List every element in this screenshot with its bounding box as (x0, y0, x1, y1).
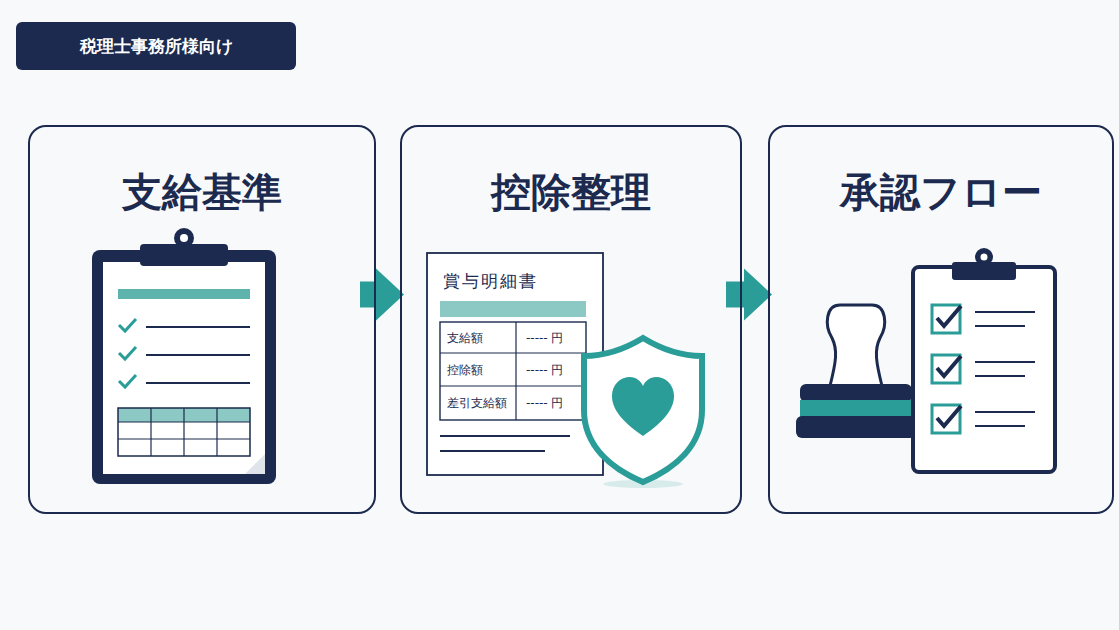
badge-text: 税理士事務所様向け (80, 35, 233, 58)
step-panel: 支給基準 (28, 125, 376, 514)
flow-arrow (726, 269, 772, 321)
panel-heading: 控除整理 (402, 165, 740, 220)
shield-icon (584, 338, 702, 488)
table-cell: ----- 円 (526, 362, 563, 379)
flow-arrow (360, 269, 404, 321)
table-cell: 控除額 (447, 362, 483, 379)
statement-document (427, 253, 603, 475)
table-cell: ----- 円 (526, 330, 563, 347)
audience-badge: 税理士事務所様向け (16, 22, 296, 70)
step-panel: 控除整理 (400, 125, 742, 514)
clipboard-icon (92, 228, 276, 484)
panel-heading: 承認フロー (770, 165, 1112, 220)
step-panel: 承認フロー (768, 125, 1114, 514)
panel-heading: 支給基準 (30, 165, 374, 220)
stamp-icon (796, 305, 916, 438)
table-cell: 支給額 (447, 330, 483, 347)
table-cell: ----- 円 (526, 395, 563, 412)
document-title: 賞与明細書 (443, 270, 538, 293)
approval-clipboard (913, 248, 1055, 472)
table-cell: 差引支給額 (447, 395, 507, 412)
